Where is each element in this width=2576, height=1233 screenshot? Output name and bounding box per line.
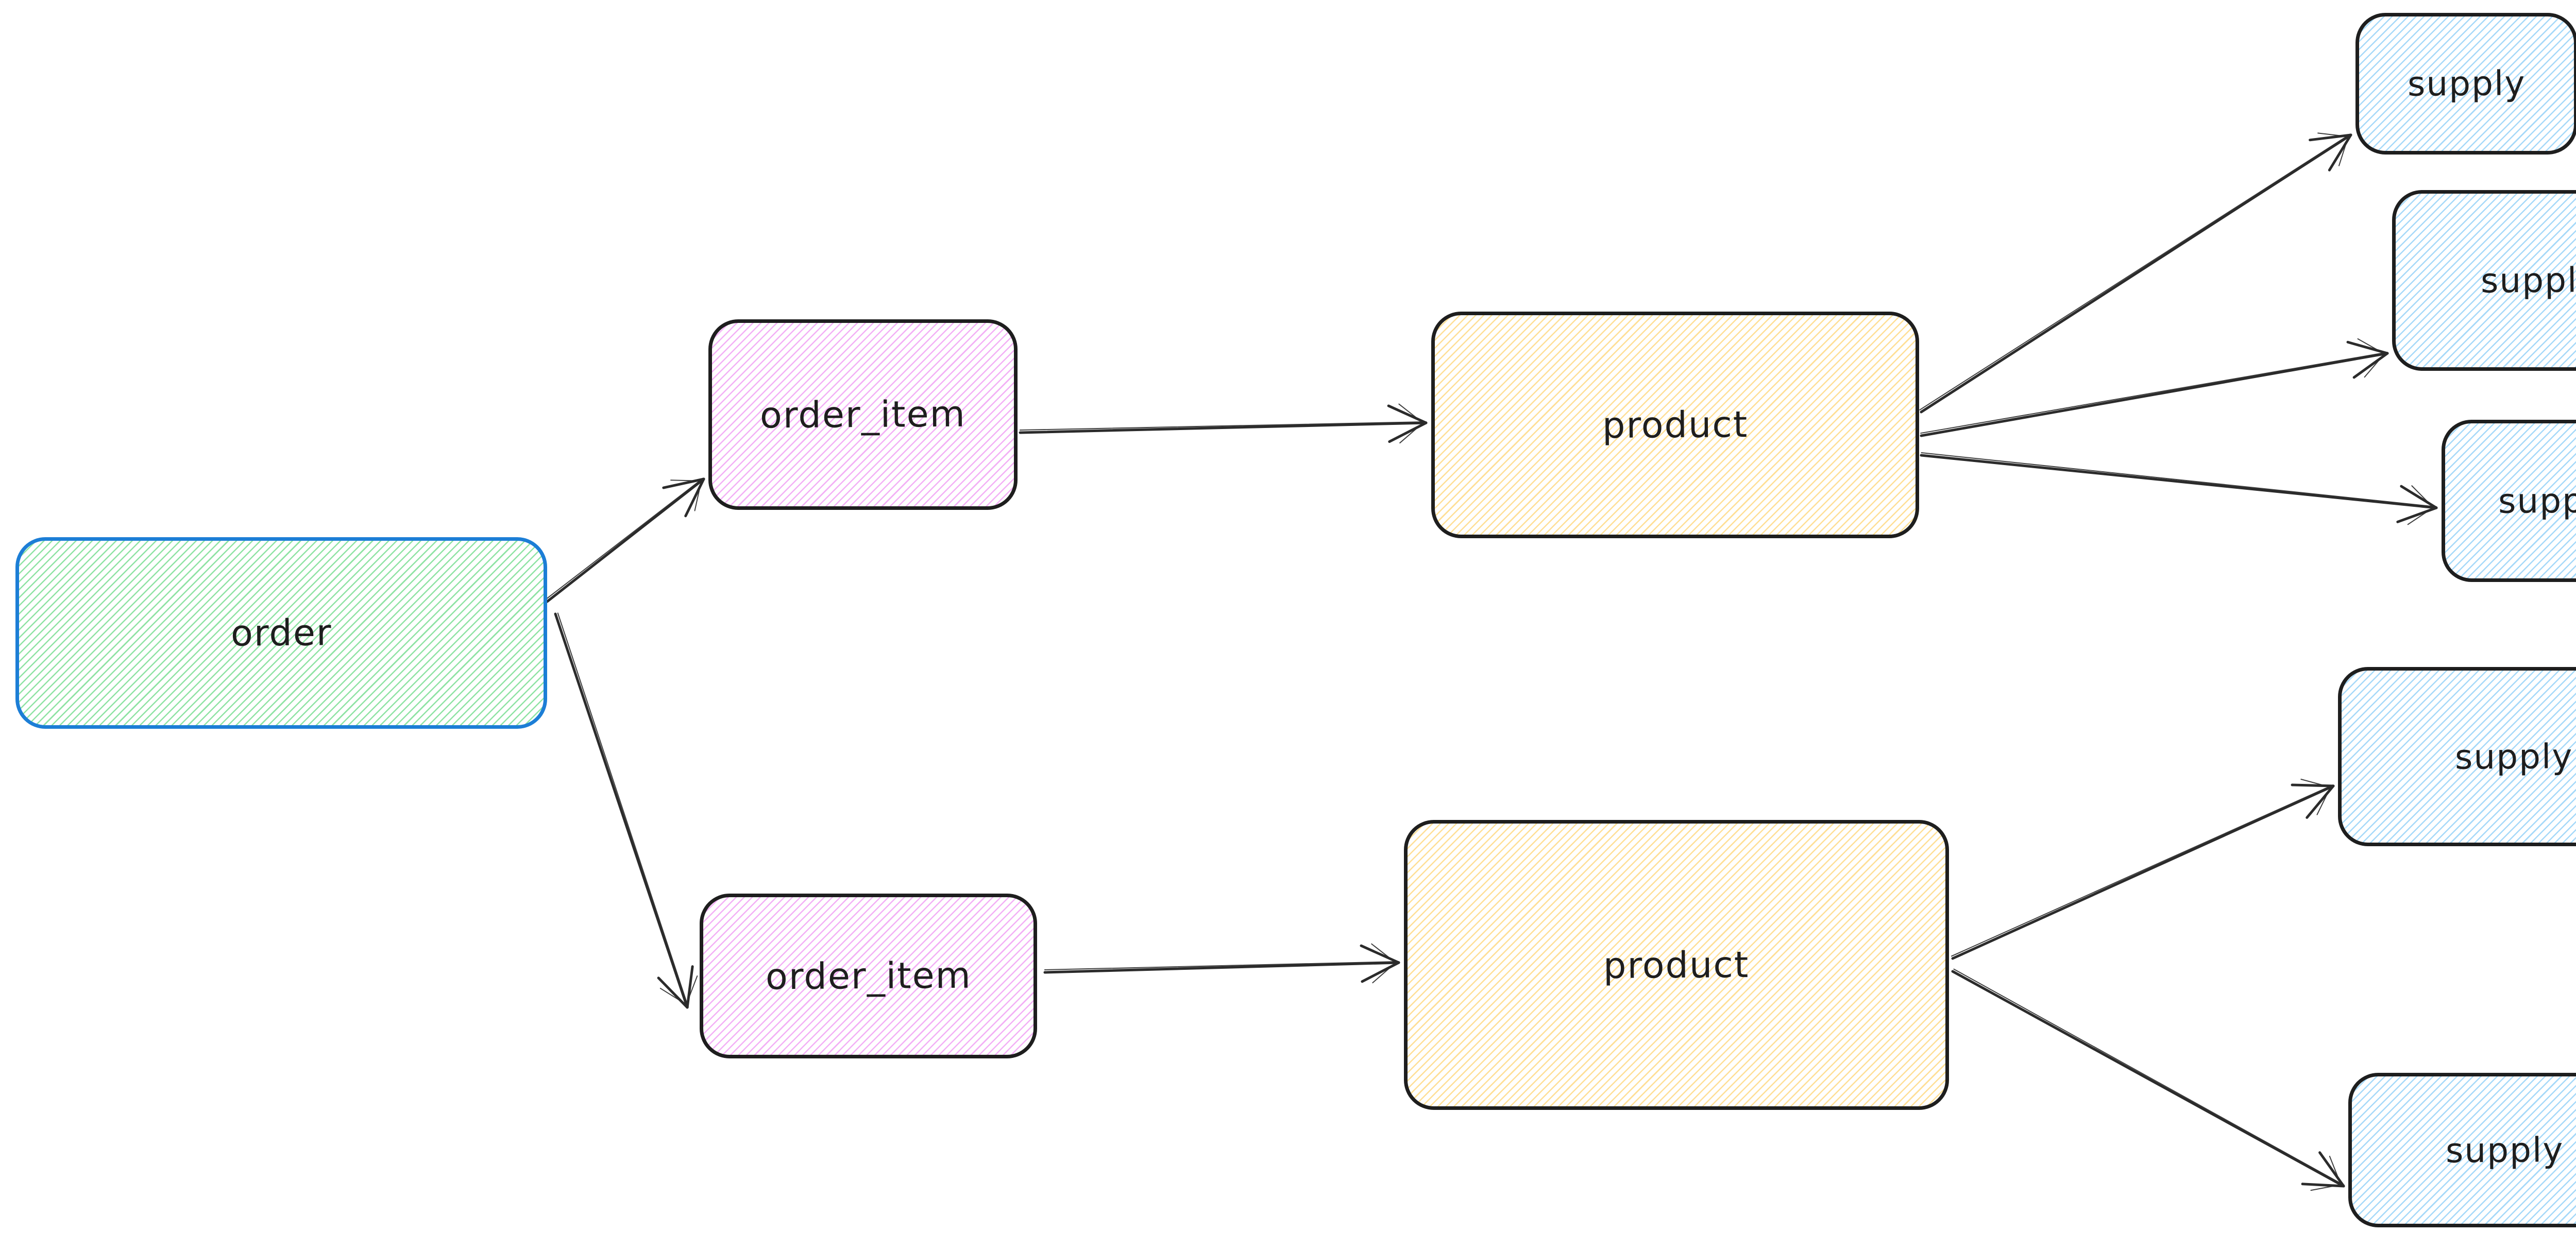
node-supply-5: supply	[2348, 1073, 2576, 1227]
arrow-order-to-order-item-1	[545, 477, 705, 603]
node-order-item-2: order_item	[700, 894, 1037, 1058]
node-label: supply	[2498, 481, 2576, 521]
node-label: supply	[2407, 63, 2526, 104]
node-order: order	[15, 537, 547, 729]
node-label: order_item	[765, 954, 972, 998]
arrow-product-1-to-supply-3	[1920, 452, 2438, 525]
arrow-product-2-to-supply-5	[1951, 968, 2345, 1191]
arrow-product-2-to-supply-4	[1951, 779, 2335, 960]
node-label: order_item	[759, 392, 967, 437]
node-order-item-1: order_item	[708, 319, 1018, 510]
node-label: product	[1602, 403, 1749, 447]
node-product-2: product	[1404, 820, 1949, 1110]
node-label: supply	[2454, 736, 2573, 777]
node-label: supply	[2480, 260, 2576, 301]
node-supply-3: supply	[2442, 420, 2576, 582]
arrow-order-item-2-to-product-2	[1043, 943, 1400, 984]
node-product-1: product	[1431, 312, 1919, 538]
node-label: supply	[2445, 1129, 2564, 1171]
node-label: order	[230, 611, 332, 655]
node-label: product	[1603, 943, 1750, 987]
node-supply-4: supply	[2338, 667, 2576, 846]
arrow-order-to-order-item-2	[554, 612, 698, 1009]
arrow-product-1-to-supply-2	[1920, 338, 2389, 437]
arrow-order-item-1-to-product-1	[1019, 403, 1428, 443]
node-supply-2: supply	[2392, 190, 2576, 371]
arrow-product-1-to-supply-1	[1919, 132, 2352, 414]
node-supply-1: supply	[2355, 13, 2576, 155]
